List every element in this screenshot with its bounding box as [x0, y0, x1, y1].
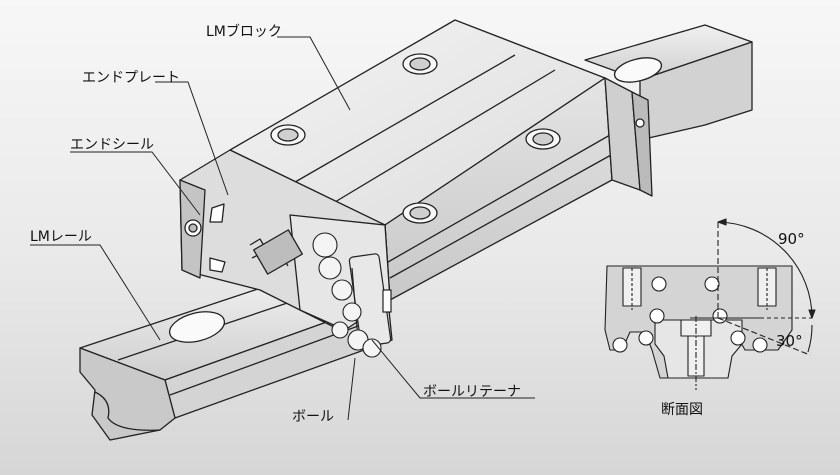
ball-retainer	[348, 253, 392, 347]
label-end-plate: エンドプレート	[82, 70, 180, 86]
label-section-view: 断面図	[661, 402, 703, 418]
label-lm-rail: LMレール	[30, 229, 92, 245]
lm-block	[229, 19, 653, 301]
label-lm-block: LMブロック	[206, 23, 282, 40]
balls	[312, 232, 382, 358]
leader-lines	[30, 36, 535, 421]
mounting-holes	[270, 53, 561, 224]
label-ball-retainer: ボールリテーナ	[423, 384, 521, 400]
label-end-seal: エンドシール	[70, 137, 154, 153]
label-ball: ボール	[292, 409, 334, 425]
angle-90: 90°	[778, 230, 805, 248]
angle-30: 30°	[776, 332, 803, 350]
section-view	[604, 218, 816, 390]
